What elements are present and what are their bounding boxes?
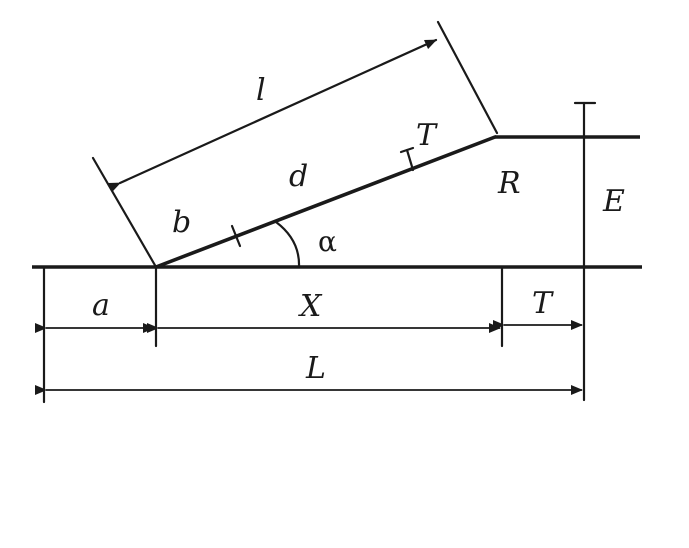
label-d: d — [289, 159, 308, 194]
label-x: X — [298, 289, 323, 324]
label-b: b — [172, 205, 191, 240]
label-e: E — [602, 184, 625, 219]
l-extension-right — [436, 20, 499, 135]
slope-t-marker-stem — [405, 148, 415, 172]
label-r: R — [497, 166, 521, 201]
l-dimension-line — [107, 38, 438, 193]
label-l: l — [256, 73, 266, 108]
label-t-bottom: T — [532, 286, 554, 321]
angle-arc — [274, 220, 301, 269]
l-extension-left — [91, 156, 158, 269]
label-t-slope: T — [416, 118, 438, 153]
label-l-total: L — [305, 351, 326, 386]
label-a: a — [92, 288, 110, 323]
label-alpha: α — [318, 225, 337, 258]
slope-tick-b-d — [230, 224, 242, 248]
slope-line — [154, 135, 497, 269]
